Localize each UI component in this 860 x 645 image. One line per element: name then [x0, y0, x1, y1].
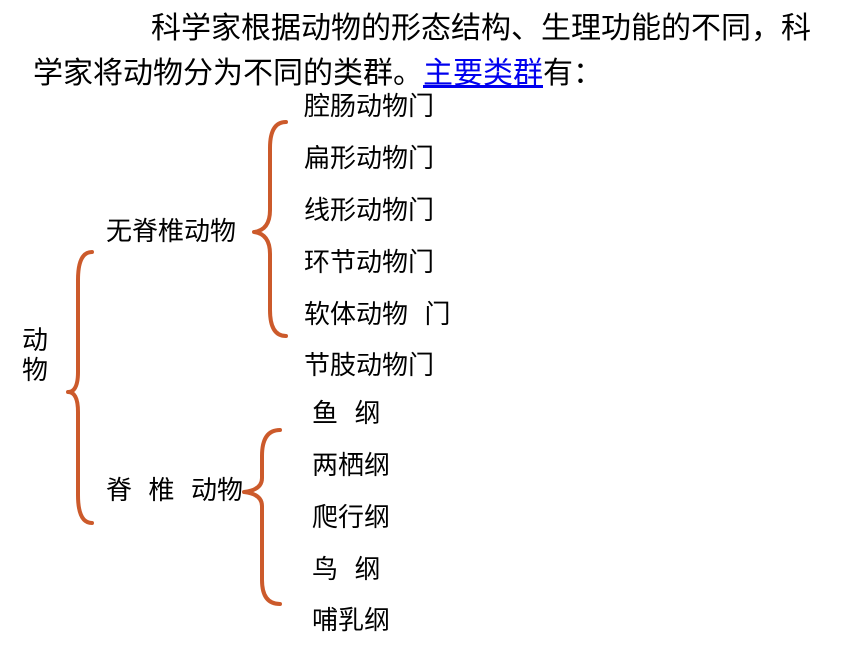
phylum-item: 扁形动物门 [304, 144, 435, 174]
class-item: 鱼 纲 [312, 399, 381, 429]
vertebrate-brace [242, 428, 282, 606]
root-char: 物 [22, 356, 49, 386]
intro-text-end: 有： [543, 56, 603, 91]
class-item: 爬行纲 [312, 503, 391, 533]
phylum-item: 节肢动物门 [304, 351, 435, 381]
intro-text: 科学家根据动物的形态结构、生理功能的不同，科学家将动物分为不同的类群。 [33, 11, 811, 91]
invertebrate-brace [252, 120, 288, 338]
root-char: 动 [22, 326, 49, 356]
class-item: 鸟 纲 [312, 555, 381, 585]
class-item: 哺乳纲 [312, 606, 391, 636]
root-brace [66, 250, 94, 525]
phylum-item: 线形动物门 [304, 196, 435, 226]
class-item: 两栖纲 [312, 451, 391, 481]
phylum-item: 软体动物 门 [304, 300, 451, 330]
invertebrate-label: 无脊椎动物 [106, 217, 237, 247]
main-groups-link[interactable]: 主要类群 [423, 56, 543, 91]
phylum-item: 腔肠动物门 [304, 92, 435, 122]
vertebrate-label: 脊 椎 动物 [106, 476, 244, 506]
phylum-item: 环节动物门 [304, 248, 435, 278]
root-label: 动 物 [22, 326, 48, 386]
intro-paragraph: 科学家根据动物的形态结构、生理功能的不同，科学家将动物分为不同的类群。主要类群有… [33, 6, 833, 96]
